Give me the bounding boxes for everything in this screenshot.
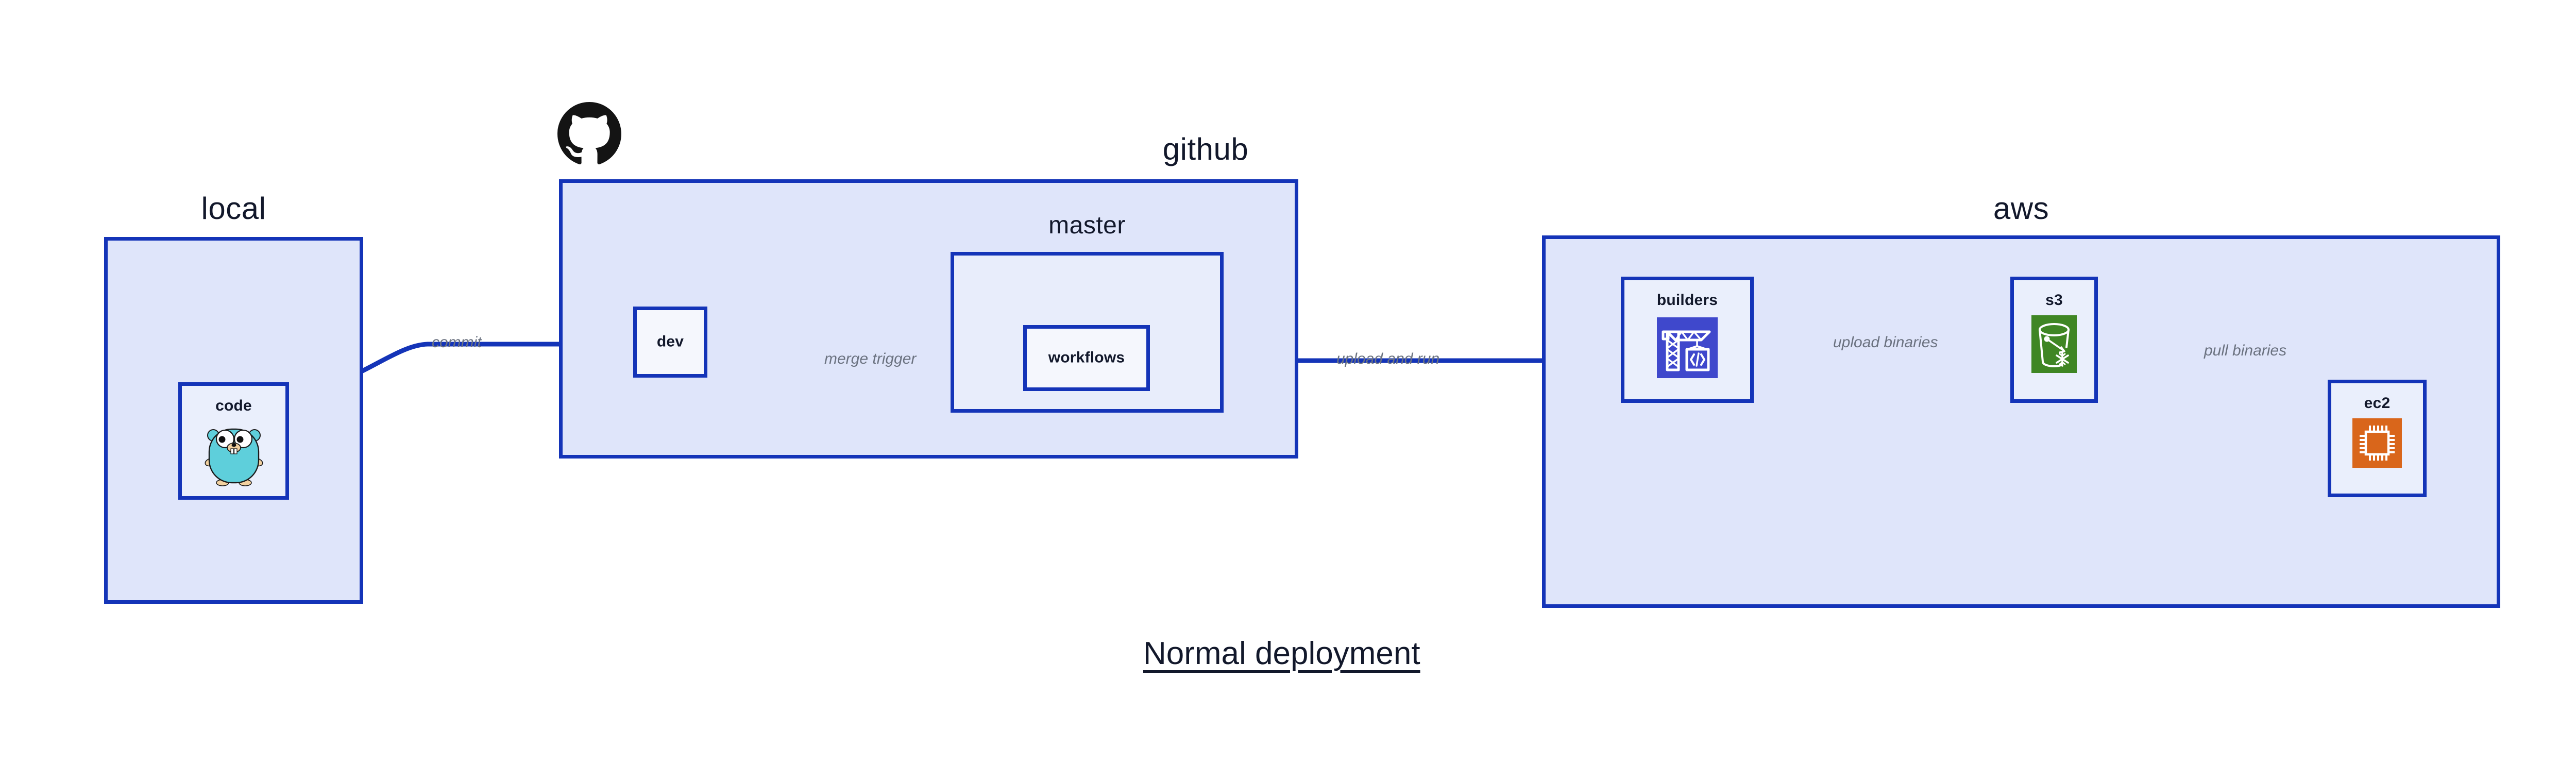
- node-code[interactable]: code: [178, 382, 289, 500]
- subgroup-label-master: master: [1048, 212, 1126, 239]
- go-gopher-icon: [203, 422, 265, 486]
- diagram-caption: Normal deployment: [1143, 636, 1420, 671]
- aws-codebuild-crane-icon: [1657, 317, 1718, 378]
- edge-label-upload-and-run: upload and run: [1336, 350, 1440, 367]
- node-dev-label: dev: [656, 333, 684, 350]
- github-octocat-icon: [557, 102, 621, 166]
- group-local: [104, 237, 363, 604]
- node-workflows-label: workflows: [1048, 349, 1125, 366]
- group-label-aws: aws: [1993, 191, 2049, 226]
- node-workflows[interactable]: workflows: [1023, 325, 1150, 391]
- edge-label-commit: commit: [432, 334, 482, 351]
- group-label-github: github: [1162, 132, 1249, 166]
- node-dev[interactable]: dev: [633, 307, 707, 378]
- node-s3-label: s3: [2045, 292, 2063, 309]
- aws-ec2-cpu-chip-icon: [2352, 418, 2402, 468]
- node-builders-label: builders: [1656, 292, 1718, 309]
- aws-s3-glacier-bucket-icon: [2031, 315, 2077, 373]
- group-label-local: local: [201, 191, 266, 226]
- node-ec2[interactable]: ec2: [2328, 380, 2427, 497]
- node-ec2-label: ec2: [2364, 395, 2391, 412]
- edge-label-pull-binaries: pull binaries: [2201, 342, 2290, 360]
- edge-label-upload-binaries: upload binaries: [1830, 334, 1941, 351]
- node-s3[interactable]: s3: [2010, 277, 2098, 403]
- edge-label-merge-trigger: merge trigger: [821, 350, 920, 368]
- node-builders[interactable]: builders: [1621, 277, 1754, 403]
- node-code-label: code: [215, 397, 252, 414]
